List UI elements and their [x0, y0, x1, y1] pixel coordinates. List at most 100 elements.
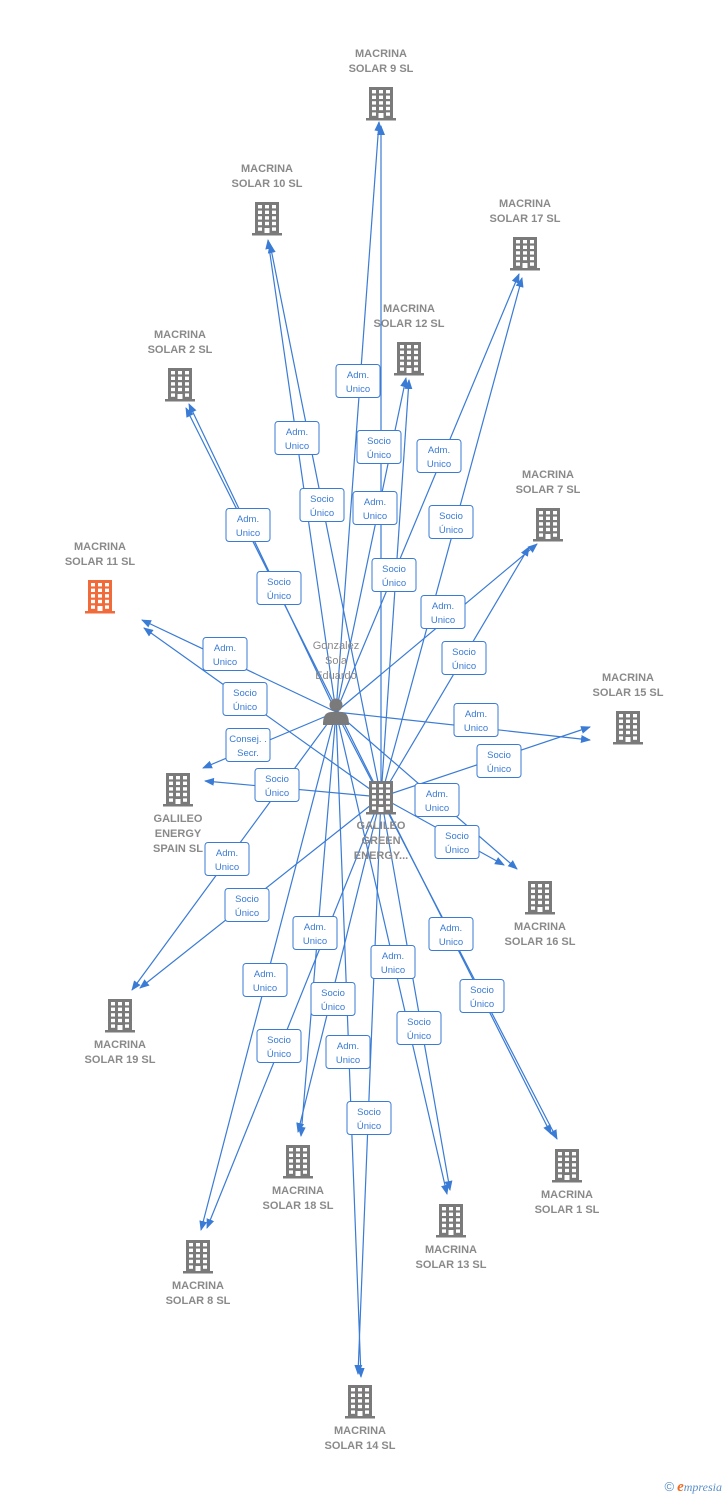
node-label-line: SOLAR 17 SL — [490, 213, 561, 225]
relation-label[interactable]: Adm.Unico — [335, 364, 381, 398]
relation-label-text: Único — [265, 788, 289, 799]
building-icon — [436, 1204, 466, 1238]
relation-label-box — [325, 1035, 371, 1069]
relation-label[interactable]: Consej. . Secr. — [225, 728, 271, 762]
relation-label-text: Socio — [487, 750, 511, 761]
relation-label-box — [476, 744, 522, 778]
relation-label[interactable]: Adm.Unico — [370, 945, 416, 979]
relation-label-text: Socio — [439, 511, 463, 522]
relation-label[interactable]: Adm. Unico — [416, 439, 462, 473]
relation-label-text: Adm. — [347, 370, 369, 381]
relation-label-text: Secr. — [237, 748, 259, 759]
relation-label[interactable]: Adm.Unico — [420, 595, 466, 629]
node-label-line: SOLAR 15 SL — [593, 687, 664, 699]
node-label-line: MACRINA — [541, 1189, 593, 1201]
relation-label-text: Único — [439, 525, 463, 536]
relation-label-text: Adm. — [337, 1041, 359, 1052]
relation-label-text: Único — [445, 845, 469, 856]
relation-label-text: Adm. — [364, 497, 386, 508]
relation-label-text: Unico — [253, 983, 277, 994]
relation-label-box — [310, 982, 356, 1016]
relation-label-text: Unico — [236, 528, 260, 539]
relation-label[interactable]: Adm.Unico — [428, 917, 474, 951]
footer-brand[interactable]: ©empresia — [665, 1479, 723, 1496]
relation-label-text: Adm. — [465, 709, 487, 720]
relation-label[interactable]: Adm. Unico — [453, 703, 499, 737]
relation-label[interactable]: Adm. Unico — [325, 1035, 371, 1069]
relation-label[interactable]: Adm. Unico — [242, 963, 288, 997]
edge-galileo_green-to-s14 — [354, 796, 382, 1375]
relation-label-box — [346, 1101, 392, 1135]
relation-label-text: Unico — [215, 862, 239, 873]
node-label-line: ENERGY — [155, 828, 202, 840]
relation-label[interactable]: Adm.Unico — [414, 783, 460, 817]
node-label-line: Eduardo — [315, 670, 357, 682]
relation-label-box — [202, 637, 248, 671]
relation-label[interactable]: Adm.Unico — [352, 491, 398, 525]
relation-label[interactable]: Adm.Unico — [292, 916, 338, 950]
relation-label-text: Adm. — [428, 445, 450, 456]
relation-label-text: Único — [321, 1002, 345, 1013]
node-label-line: MACRINA — [241, 163, 293, 175]
brand-logo-e: e — [677, 1479, 684, 1495]
relation-label-text: Consej. . — [229, 734, 267, 745]
node-label-line: SOLAR 18 SL — [263, 1200, 334, 1212]
relation-label-text: Unico — [431, 615, 455, 626]
relation-label-text: Unico — [285, 441, 309, 452]
relation-label-text: Unico — [464, 723, 488, 734]
relation-label-text: Único — [407, 1031, 431, 1042]
relation-label[interactable]: Adm.Unico — [202, 637, 248, 671]
edge-gonzalez-to-s10 — [265, 239, 337, 713]
relation-label-text: Único — [267, 1049, 291, 1060]
relation-label-text: Socio — [233, 688, 257, 699]
relation-label-box — [225, 728, 271, 762]
relation-label-text: Socio — [235, 894, 259, 905]
relation-label-box — [204, 842, 250, 876]
relation-label-box — [225, 508, 271, 542]
relation-label[interactable]: Adm.Unico — [274, 421, 320, 455]
relation-label[interactable]: Adm.Unico — [225, 508, 271, 542]
relation-label[interactable]: Adm.Unico — [204, 842, 250, 876]
relation-label-text: Adm. — [254, 969, 276, 980]
node-label-line: ENERGY... — [354, 850, 408, 862]
node-galileo_green[interactable]: GALILEOGREENENERGY... — [354, 781, 408, 862]
relation-label-text: Unico — [336, 1055, 360, 1066]
relation-label-text: Socio — [267, 1035, 291, 1046]
relation-label-box — [416, 439, 462, 473]
relation-label-text: Unico — [427, 459, 451, 470]
